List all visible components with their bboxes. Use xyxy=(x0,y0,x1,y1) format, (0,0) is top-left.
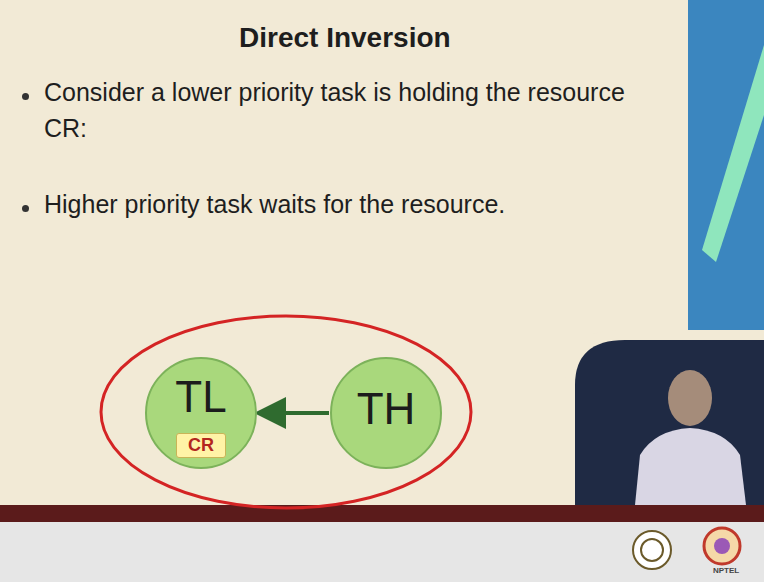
presenter-head xyxy=(668,370,712,426)
institute-logo xyxy=(633,531,671,569)
resource-box: CR xyxy=(176,433,226,458)
video-panel xyxy=(575,340,764,505)
resource-name: CR xyxy=(177,435,225,456)
green-stripe xyxy=(702,45,764,262)
nptel-logo-core xyxy=(714,538,730,554)
task-circle: TL CR xyxy=(145,357,257,469)
presenter-body xyxy=(635,428,746,505)
bullet-text: Consider a lower priority task is holdin… xyxy=(44,74,669,147)
nptel-logo xyxy=(704,528,740,564)
bullet-text: Higher priority task waits for the resou… xyxy=(44,186,669,222)
bullet-dot xyxy=(22,93,29,100)
bottom-bar xyxy=(0,505,764,522)
video-frame xyxy=(565,330,764,505)
task-name: TH xyxy=(332,385,440,433)
bullet-dot xyxy=(22,205,29,212)
task-name: TL xyxy=(147,373,255,421)
highlight-ellipse xyxy=(101,316,471,508)
wait-arrow xyxy=(258,411,329,415)
footer-ground xyxy=(0,522,764,582)
slide-title: Direct Inversion xyxy=(239,22,451,54)
task-circle: TH xyxy=(330,357,442,469)
logo-caption: NPTEL xyxy=(706,566,746,575)
institute-logo-ring xyxy=(641,539,663,561)
